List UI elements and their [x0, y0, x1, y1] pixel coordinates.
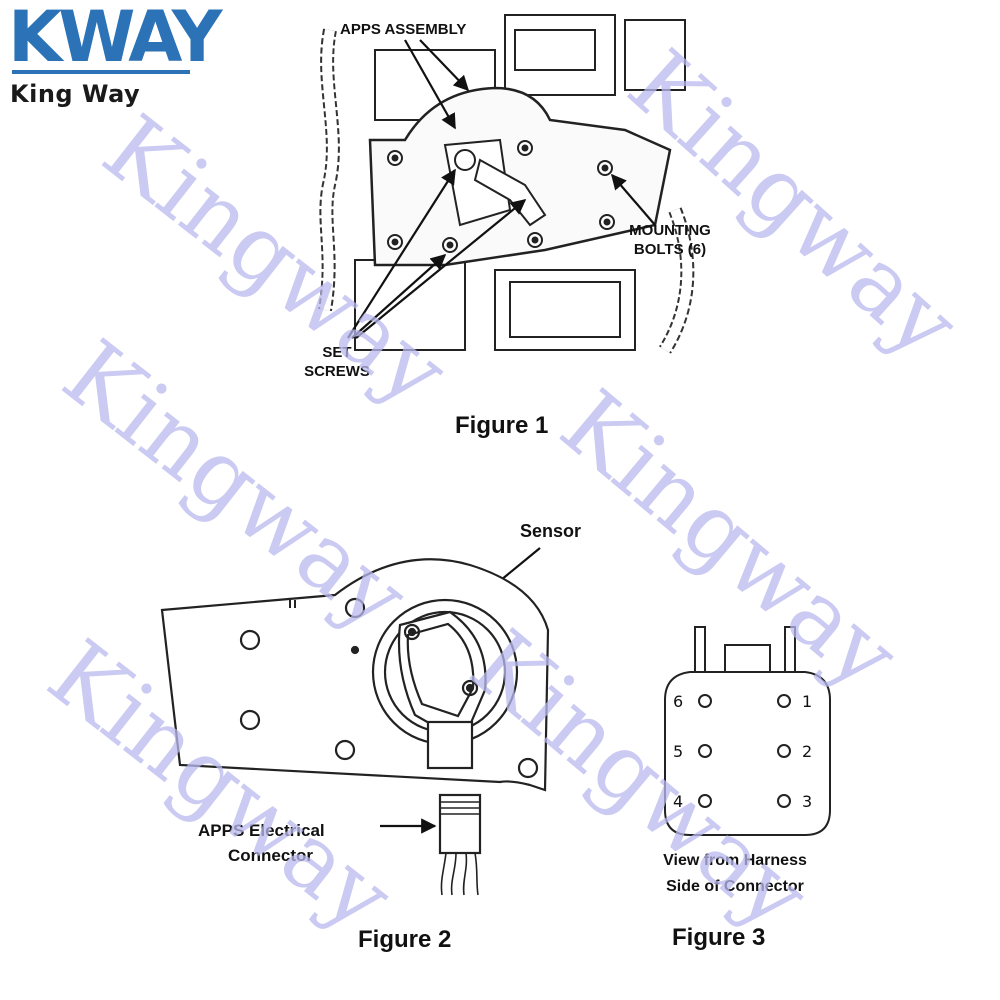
pin-label-3: 3: [802, 792, 813, 811]
brand-logo-mark: KWAY: [8, 0, 222, 78]
figure3-caption: Figure 3: [672, 924, 766, 951]
label-mounting-bolts-line2: BOLTS (6): [633, 241, 707, 258]
pin-label-5: 5: [673, 742, 684, 761]
brand-logo-underline: [12, 70, 190, 74]
figure2-illustration: [160, 558, 550, 896]
figure3-connector-outline: [664, 626, 831, 836]
label-set-screws-line1: SET: [322, 344, 352, 361]
pin-label-6: 6: [673, 692, 684, 711]
brand-logo-name: King Way: [10, 80, 141, 108]
label-mounting-bolts-line1: MOUNTING: [629, 222, 711, 239]
pin-label-2: 2: [802, 742, 813, 761]
figure3-note-line2: Side of Connector: [666, 878, 804, 895]
label-sensor: Sensor: [520, 521, 582, 541]
label-apps-connector-line1: APPS Electrical: [198, 821, 325, 840]
figure1-illustration: [318, 14, 695, 354]
figure1-caption: Figure 1: [455, 412, 549, 439]
pin-label-4: 4: [673, 792, 684, 811]
pin-label-1: 1: [802, 692, 813, 711]
label-set-screws-line2: SCREWS: [304, 363, 370, 380]
figure3-note-line1: View from Harness: [663, 852, 807, 869]
label-apps-assembly: APPS ASSEMBLY: [340, 21, 467, 38]
figure2-caption: Figure 2: [358, 926, 452, 953]
label-apps-connector-line2: Connector: [228, 846, 313, 865]
